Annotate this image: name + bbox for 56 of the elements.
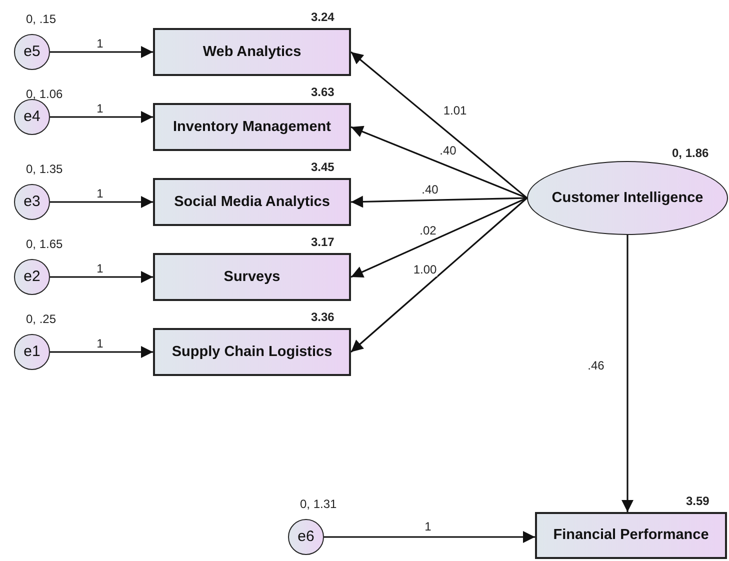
edge-label: 1.00 xyxy=(412,263,438,277)
variable-box xyxy=(153,28,351,76)
estimate-label: 0, 1.86 xyxy=(672,146,709,160)
error-circle xyxy=(14,334,50,370)
variance-label: 0, .25 xyxy=(26,312,56,326)
variable-box xyxy=(153,253,351,301)
error-circle xyxy=(14,259,50,295)
node-label: e3 xyxy=(22,192,42,212)
arrow xyxy=(50,111,153,123)
error-circle xyxy=(14,34,50,70)
edge-label: .40 xyxy=(438,144,458,158)
node-label: e5 xyxy=(22,42,42,62)
edge-label: 1.01 xyxy=(442,104,468,118)
node-label: e6 xyxy=(296,528,316,546)
arrow xyxy=(622,235,634,512)
node-label: Customer Intelligence xyxy=(550,188,704,208)
arrow xyxy=(350,51,528,199)
edge-label: .40 xyxy=(420,183,440,197)
estimate-label: 3.24 xyxy=(311,10,334,24)
estimate-label: 3.17 xyxy=(311,235,334,249)
arrow xyxy=(324,531,535,543)
node-label: Social Media Analytics xyxy=(173,192,331,212)
arrow xyxy=(50,46,153,58)
node-label: e1 xyxy=(22,342,42,362)
node-label: Inventory Management xyxy=(172,118,332,136)
arrow xyxy=(350,197,528,353)
node-label: Financial Performance xyxy=(552,526,710,545)
variance-label: 0, 1.35 xyxy=(26,162,63,176)
estimate-label: 3.59 xyxy=(686,494,710,508)
arrow xyxy=(50,196,153,208)
arrow xyxy=(350,126,528,199)
variable-box xyxy=(153,178,351,226)
estimate-label: 3.45 xyxy=(311,160,334,174)
error-circle xyxy=(288,519,324,555)
edge-label: .46 xyxy=(586,359,606,373)
estimate-label: 3.36 xyxy=(311,310,334,324)
edge-label: .02 xyxy=(418,224,438,238)
arrow xyxy=(350,197,528,278)
node-label: Supply Chain Logistics xyxy=(170,342,334,362)
arrow xyxy=(50,346,153,358)
node-label: e2 xyxy=(22,268,42,286)
arrow xyxy=(350,196,528,208)
node-label: Surveys xyxy=(222,268,282,286)
error-circle xyxy=(14,184,50,220)
variable-box xyxy=(535,512,727,559)
arrow xyxy=(50,271,153,283)
variance-label: 0, .15 xyxy=(26,12,56,26)
node-label: e4 xyxy=(22,108,42,126)
estimate-label: 3.63 xyxy=(311,85,334,99)
variance-label: 0, 1.65 xyxy=(26,237,63,251)
variable-box xyxy=(153,328,351,376)
variance-label: 0, 1.06 xyxy=(26,87,63,101)
node-label: Web Analytics xyxy=(202,42,302,62)
error-circle xyxy=(14,99,50,135)
variable-box xyxy=(153,103,351,151)
variance-label: 0, 1.31 xyxy=(300,497,337,511)
